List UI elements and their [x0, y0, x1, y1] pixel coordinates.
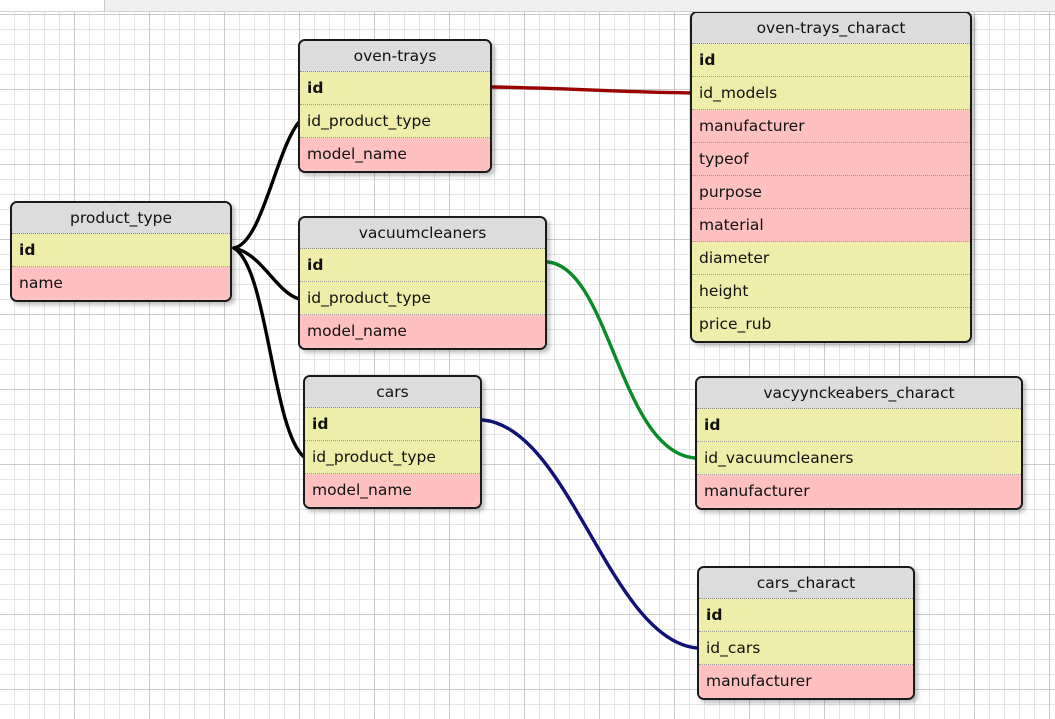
entity-title-oven-trays: oven-trays [300, 41, 490, 72]
entity-field-vacuumcleaners-model_name[interactable]: model_name [300, 315, 545, 348]
entity-title-oven-trays_charact: oven-trays_charact [692, 13, 970, 44]
entity-field-product_type-id[interactable]: id [12, 234, 230, 267]
entity-field-cars_charact-manufacturer[interactable]: manufacturer [699, 665, 913, 698]
entity-field-oven-trays_charact-manufacturer[interactable]: manufacturer [692, 110, 970, 143]
entity-field-oven-trays-model_name[interactable]: model_name [300, 138, 490, 171]
entity-field-oven-trays_charact-diameter[interactable]: diameter [692, 242, 970, 275]
entity-title-cars_charact: cars_charact [699, 568, 913, 599]
entity-field-cars-id_product_type[interactable]: id_product_type [305, 441, 480, 474]
entity-field-vacyynckeabers_charact-manufacturer[interactable]: manufacturer [697, 475, 1021, 508]
entity-field-oven-trays_charact-price_rub[interactable]: price_rub [692, 308, 970, 341]
entity-field-cars_charact-id_cars[interactable]: id_cars [699, 632, 913, 665]
window-top-strip [0, 0, 1055, 12]
entity-field-vacuumcleaners-id_product_type[interactable]: id_product_type [300, 282, 545, 315]
window-tab[interactable] [0, 0, 105, 11]
entity-field-oven-trays_charact-height[interactable]: height [692, 275, 970, 308]
entity-title-vacuumcleaners: vacuumcleaners [300, 218, 545, 249]
entity-title-vacyynckeabers_charact: vacyynckeabers_charact [697, 378, 1021, 409]
entity-title-cars: cars [305, 377, 480, 408]
entity-field-oven-trays-id_product_type[interactable]: id_product_type [300, 105, 490, 138]
entity-field-oven-trays_charact-material[interactable]: material [692, 209, 970, 242]
entity-field-vacyynckeabers_charact-id[interactable]: id [697, 409, 1021, 442]
entity-title-product_type: product_type [12, 203, 230, 234]
entity-field-oven-trays-id[interactable]: id [300, 72, 490, 105]
entity-field-product_type-name[interactable]: name [12, 267, 230, 300]
entity-field-cars-model_name[interactable]: model_name [305, 474, 480, 507]
entity-field-vacyynckeabers_charact-id_vacuumcleaners[interactable]: id_vacuumcleaners [697, 442, 1021, 475]
entity-field-oven-trays_charact-typeof[interactable]: typeof [692, 143, 970, 176]
entity-field-oven-trays_charact-id_models[interactable]: id_models [692, 77, 970, 110]
entity-field-oven-trays_charact-purpose[interactable]: purpose [692, 176, 970, 209]
entity-field-cars-id[interactable]: id [305, 408, 480, 441]
entity-field-oven-trays_charact-id[interactable]: id [692, 44, 970, 77]
entity-field-cars_charact-id[interactable]: id [699, 599, 913, 632]
entity-field-vacuumcleaners-id[interactable]: id [300, 249, 545, 282]
